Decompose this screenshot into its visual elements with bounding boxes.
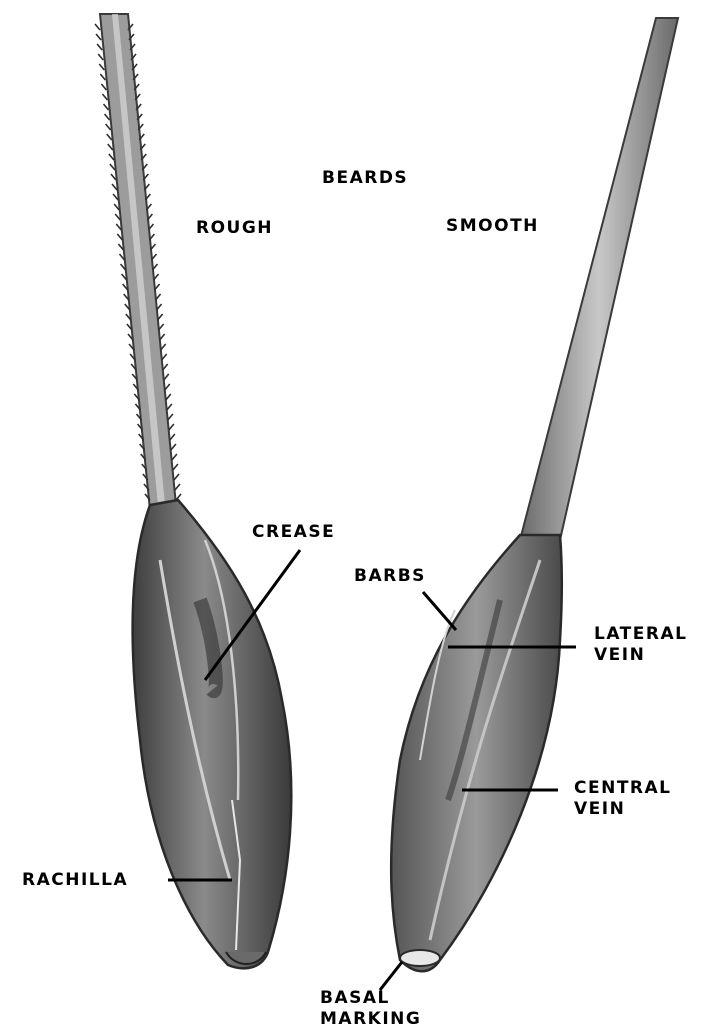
label-rough: ROUGH xyxy=(196,218,273,239)
basal-marking-leader xyxy=(380,962,402,990)
smooth-awn xyxy=(520,18,678,540)
label-central-vein: CENTRAL VEIN xyxy=(574,778,672,821)
rough-awn xyxy=(95,14,181,510)
label-basal-marking-line1: BASAL xyxy=(320,988,421,1009)
label-basal-marking: BASAL MARKING xyxy=(320,988,421,1031)
label-smooth: SMOOTH xyxy=(446,216,539,237)
label-lateral-vein: LATERAL VEIN xyxy=(594,624,687,667)
label-central-vein-line1: CENTRAL xyxy=(574,778,672,799)
barbs-leader xyxy=(423,592,456,630)
label-lateral-vein-line2: VEIN xyxy=(594,645,687,666)
rough-kernel xyxy=(133,500,292,968)
label-crease: CREASE xyxy=(252,522,335,543)
label-beards: BEARDS xyxy=(322,168,408,189)
smooth-kernel xyxy=(391,535,562,971)
label-basal-marking-line2: MARKING xyxy=(320,1009,421,1030)
label-central-vein-line2: VEIN xyxy=(574,799,672,820)
label-lateral-vein-line1: LATERAL xyxy=(594,624,687,645)
label-rachilla: RACHILLA xyxy=(22,870,128,891)
label-barbs: BARBS xyxy=(354,566,426,587)
